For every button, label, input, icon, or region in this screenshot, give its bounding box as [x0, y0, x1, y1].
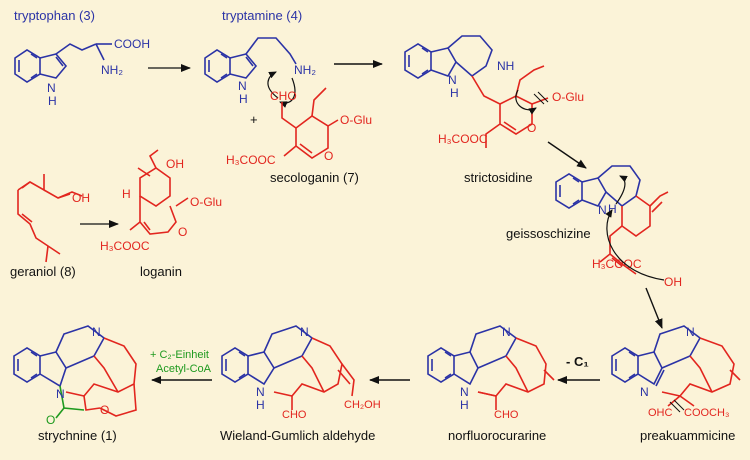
atom-o-ether: O — [100, 403, 109, 417]
atom-nh-tryptamine: N — [238, 79, 247, 93]
atom-o-strictosidine: O — [527, 121, 536, 135]
atom-cho: CHO — [270, 89, 297, 103]
atom-cooh: COOH — [114, 37, 150, 51]
atom-ch2oh-wieland: CH₂OH — [344, 399, 381, 411]
label-norfluorocurarine: norfluorocurarine — [448, 428, 546, 443]
atom-cho-wieland: CHO — [282, 409, 307, 421]
secologanin-structure — [281, 87, 339, 159]
atom-n-wieland: N — [256, 385, 265, 399]
atom-n-norfluorocurarine: N — [460, 385, 469, 399]
preakuammicine-terpene — [661, 337, 741, 407]
atom-h-strictosidine: H — [450, 86, 459, 100]
atom-nh2: NH₂ — [101, 63, 123, 77]
atom-h3cooc-loganin: H₃COOC — [100, 239, 150, 253]
label-secologanin: secologanin (7) — [270, 170, 359, 185]
atom-n2-preakuammicine: N — [686, 325, 695, 339]
atom-nh: N — [47, 81, 56, 95]
atom-h-loganin: H — [122, 187, 131, 201]
atom-oh-loganin: OH — [166, 157, 184, 171]
atom-h: H — [48, 94, 57, 108]
atom-oglu: O-Glu — [340, 113, 372, 127]
atom-n-preakuammicine: N — [640, 385, 649, 399]
atom-h3cooc-strictosidine: H₃COOC — [438, 132, 488, 146]
atom-n2-strychnine: N — [92, 325, 101, 339]
strychnine-terpene — [65, 337, 137, 417]
bond-cleavage-mark-2 — [669, 399, 685, 413]
label-geraniol: geraniol (8) — [10, 264, 76, 279]
atom-oglu-loganin: O-Glu — [190, 195, 222, 209]
arrow-to-preakuammicine — [645, 287, 663, 329]
reagent-c2-line2: Acetyl-CoA — [156, 363, 212, 375]
norfluorocurarine-indole — [427, 325, 518, 386]
curved-arrow-mannich-b — [267, 71, 279, 99]
label-strictosidine: strictosidine — [464, 170, 533, 185]
geissoschizine-indole — [555, 165, 641, 209]
atom-o: O — [324, 149, 333, 163]
atom-cho-norfluorocurarine: CHO — [494, 409, 519, 421]
atom-nh2-tryptamine: NH₂ — [294, 63, 316, 77]
loganin-structure — [129, 149, 189, 235]
tryptophan-structure — [14, 43, 112, 83]
arrow-to-geissoschizine — [547, 141, 587, 169]
atom-h-tryptamine: H — [239, 92, 248, 106]
atom-oh-geraniol: OH — [72, 191, 90, 205]
atom-h-geissoschizine: H — [608, 202, 617, 216]
atom-n2-wieland: N — [300, 325, 309, 339]
atom-nh-strictosidine: NH — [497, 59, 514, 73]
atom-ohc-preakuammicine: OHC — [648, 407, 673, 419]
wieland-terpene — [273, 337, 355, 410]
strictosidine-indole — [404, 35, 493, 79]
tryptamine-structure — [204, 37, 297, 83]
atom-n-geissoschizine: N — [598, 203, 607, 217]
atom-o-lactam: O — [46, 413, 55, 427]
atom-oh-geissoschizine: OH — [664, 275, 682, 289]
reagent-minus-c1: - C₁ — [566, 354, 589, 369]
atom-h3cooc-geissoschizine: H₃COOC — [592, 257, 642, 271]
reagent-c2-line1: + C₂-Einheit — [150, 349, 209, 361]
atom-oglu-strictosidine: O-Glu — [552, 90, 584, 104]
strychnine-lactam — [55, 385, 85, 419]
label-tryptamine: tryptamine (4) — [222, 8, 302, 23]
atom-o-loganin: O — [178, 225, 187, 239]
strictosidine-terpene — [471, 65, 549, 148]
geraniol-structure — [17, 174, 83, 263]
curved-arrow-strictosidine — [515, 89, 537, 115]
norfluorocurarine-terpene — [477, 337, 555, 410]
label-geissoschizine: geissoschizine — [506, 226, 591, 241]
curved-arrow-geissoschizine — [605, 209, 665, 281]
label-preakuammicine: preakuammicine — [640, 428, 735, 443]
preakuammicine-indole — [611, 325, 702, 387]
strychnine-indole — [13, 325, 106, 388]
label-wieland: Wieland-Gumlich aldehyde — [220, 428, 375, 443]
atom-n-strictosidine: N — [448, 73, 457, 87]
atom-cooch3-preakuammicine: COOCH₃ — [684, 407, 729, 419]
atom-n2-norfluorocurarine: N — [502, 325, 511, 339]
label-strychnine: strychnine (1) — [38, 428, 117, 443]
wieland-indole — [221, 325, 314, 386]
atom-h3cooc: H₃COOC — [226, 153, 276, 167]
atom-n-strychnine: N — [56, 387, 65, 401]
plus-sign: + — [250, 112, 258, 127]
curved-arrow-geissoschizine-b — [615, 175, 628, 205]
label-loganin: loganin — [140, 264, 182, 279]
bond-cleavage-mark — [533, 91, 549, 105]
label-tryptophan: tryptophan (3) — [14, 8, 95, 23]
atom-h-wieland: H — [256, 398, 265, 412]
atom-h-norfluorocurarine: H — [460, 398, 469, 412]
